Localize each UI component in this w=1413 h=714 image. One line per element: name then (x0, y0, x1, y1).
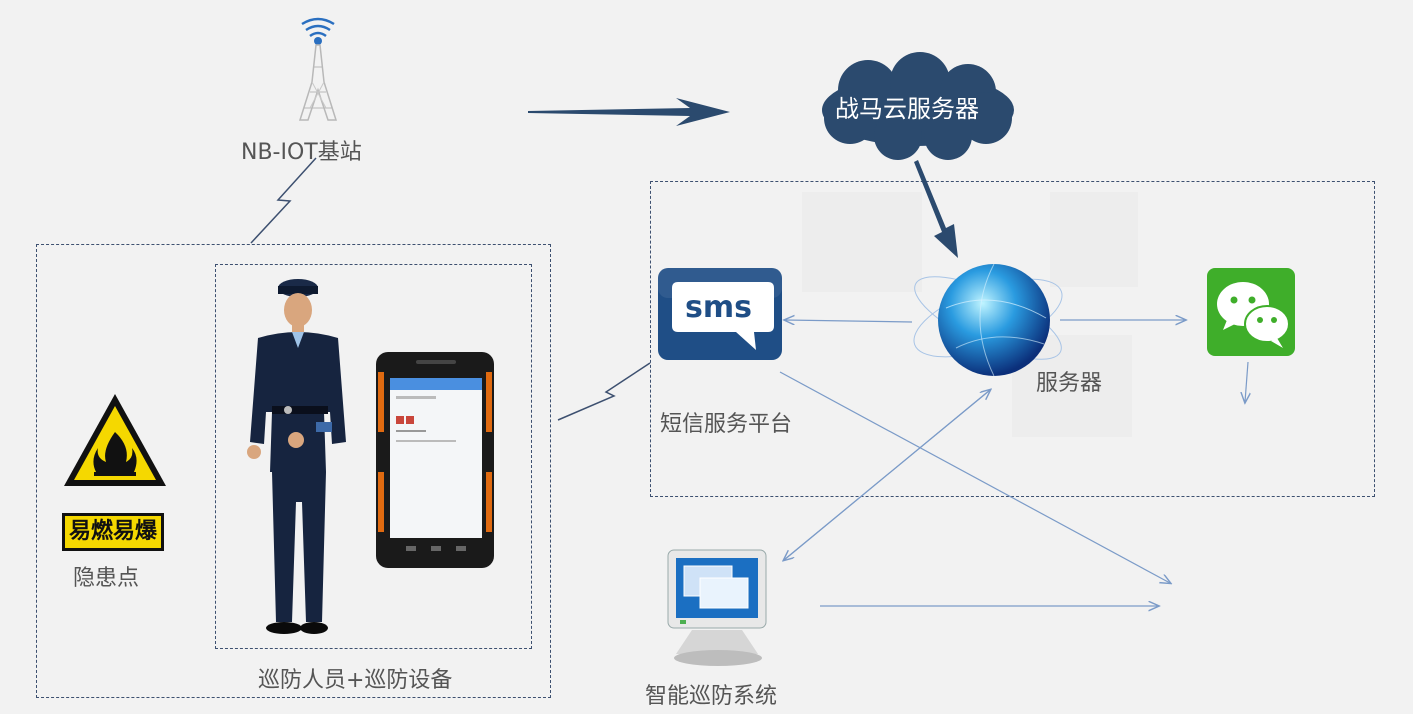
server-zone-frame (650, 181, 1375, 497)
uplink-arrow (528, 98, 730, 126)
cloud-icon (822, 52, 1014, 160)
field-zone-frame (36, 244, 551, 698)
globe-server-icon (913, 263, 1063, 377)
base-station-label: NB-IOT基站 (241, 140, 362, 165)
lightning-link-icon (557, 362, 651, 421)
radio-tower-icon (298, 17, 338, 121)
background-tile (1050, 192, 1138, 287)
handheld-device-icon (376, 352, 494, 568)
sms-icon-text: sms (685, 290, 752, 325)
guard-figure (247, 279, 346, 634)
sms-icon (658, 268, 782, 360)
wechat-icon (1207, 268, 1295, 356)
background-tile (802, 192, 922, 292)
patrol-label: 巡防人员+巡防设备 (258, 668, 453, 693)
hazard-sign-plate: 易燃易爆 (62, 513, 164, 551)
hazard-fire-icon (64, 394, 166, 486)
hazard-sign-text: 易燃易爆 (65, 516, 161, 548)
patrol-frame (215, 264, 532, 649)
sms-platform-label: 短信服务平台 (660, 412, 793, 437)
monitor-icon (667, 549, 767, 666)
lightning-link-icon (250, 157, 317, 244)
cloud-label: 战马云服务器 (835, 95, 979, 123)
server-label: 服务器 (1036, 371, 1103, 396)
cloud-to-server-arrow (914, 160, 958, 258)
hazard-point-label: 隐患点 (73, 566, 140, 591)
patrol-system-label: 智能巡防系统 (645, 684, 778, 709)
